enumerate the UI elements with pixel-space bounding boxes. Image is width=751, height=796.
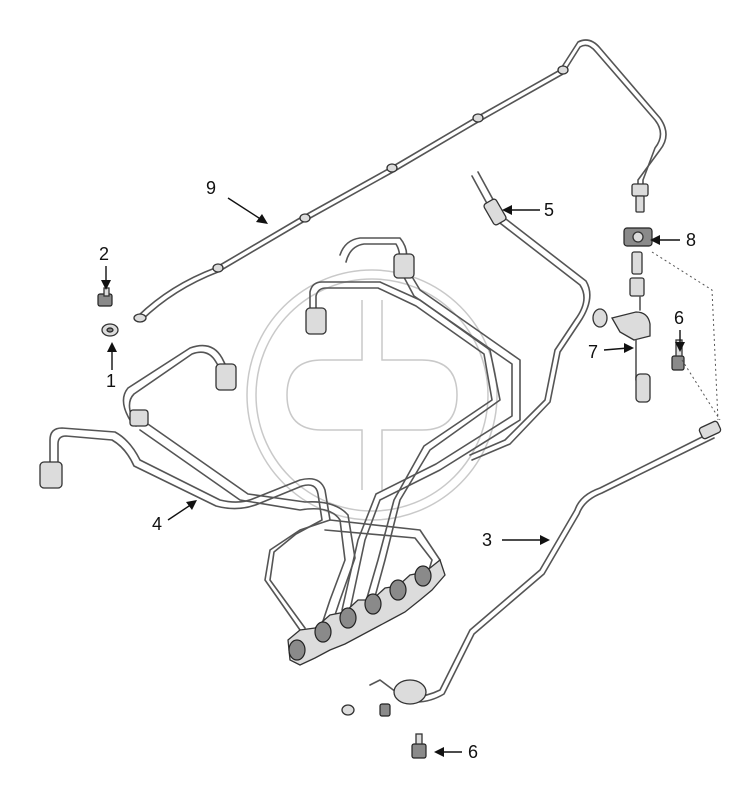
- part-6-bolt-lower: [411, 733, 427, 759]
- callout-6-lower: 6: [468, 742, 478, 762]
- part-3-lower-line: [341, 420, 722, 717]
- part-8-banjo-fitting: [623, 227, 653, 297]
- part-1-clip: [101, 323, 119, 337]
- callout-2: 2: [99, 244, 109, 264]
- callout-3: 3: [482, 530, 492, 550]
- callout-6-upper: 6: [674, 308, 684, 328]
- part-5-supply-line: [469, 171, 608, 461]
- callout-labels: 9 5 8 2 1 6 7 4 3 6: [99, 178, 696, 762]
- callout-5: 5: [544, 200, 554, 220]
- callout-8: 8: [686, 230, 696, 250]
- part-2-bolt: [97, 287, 113, 307]
- part-7-bracket-line: [611, 295, 651, 403]
- callout-4: 4: [152, 514, 162, 534]
- callout-9: 9: [206, 178, 216, 198]
- part-4-injector-line-bundle: [39, 237, 521, 666]
- callout-1: 1: [106, 371, 116, 391]
- callout-arrows: [101, 197, 685, 757]
- callout-7: 7: [588, 342, 598, 362]
- dotted-connection-lines: [651, 251, 721, 421]
- part-9-return-line: [133, 39, 667, 323]
- watermark-logo: [246, 269, 498, 521]
